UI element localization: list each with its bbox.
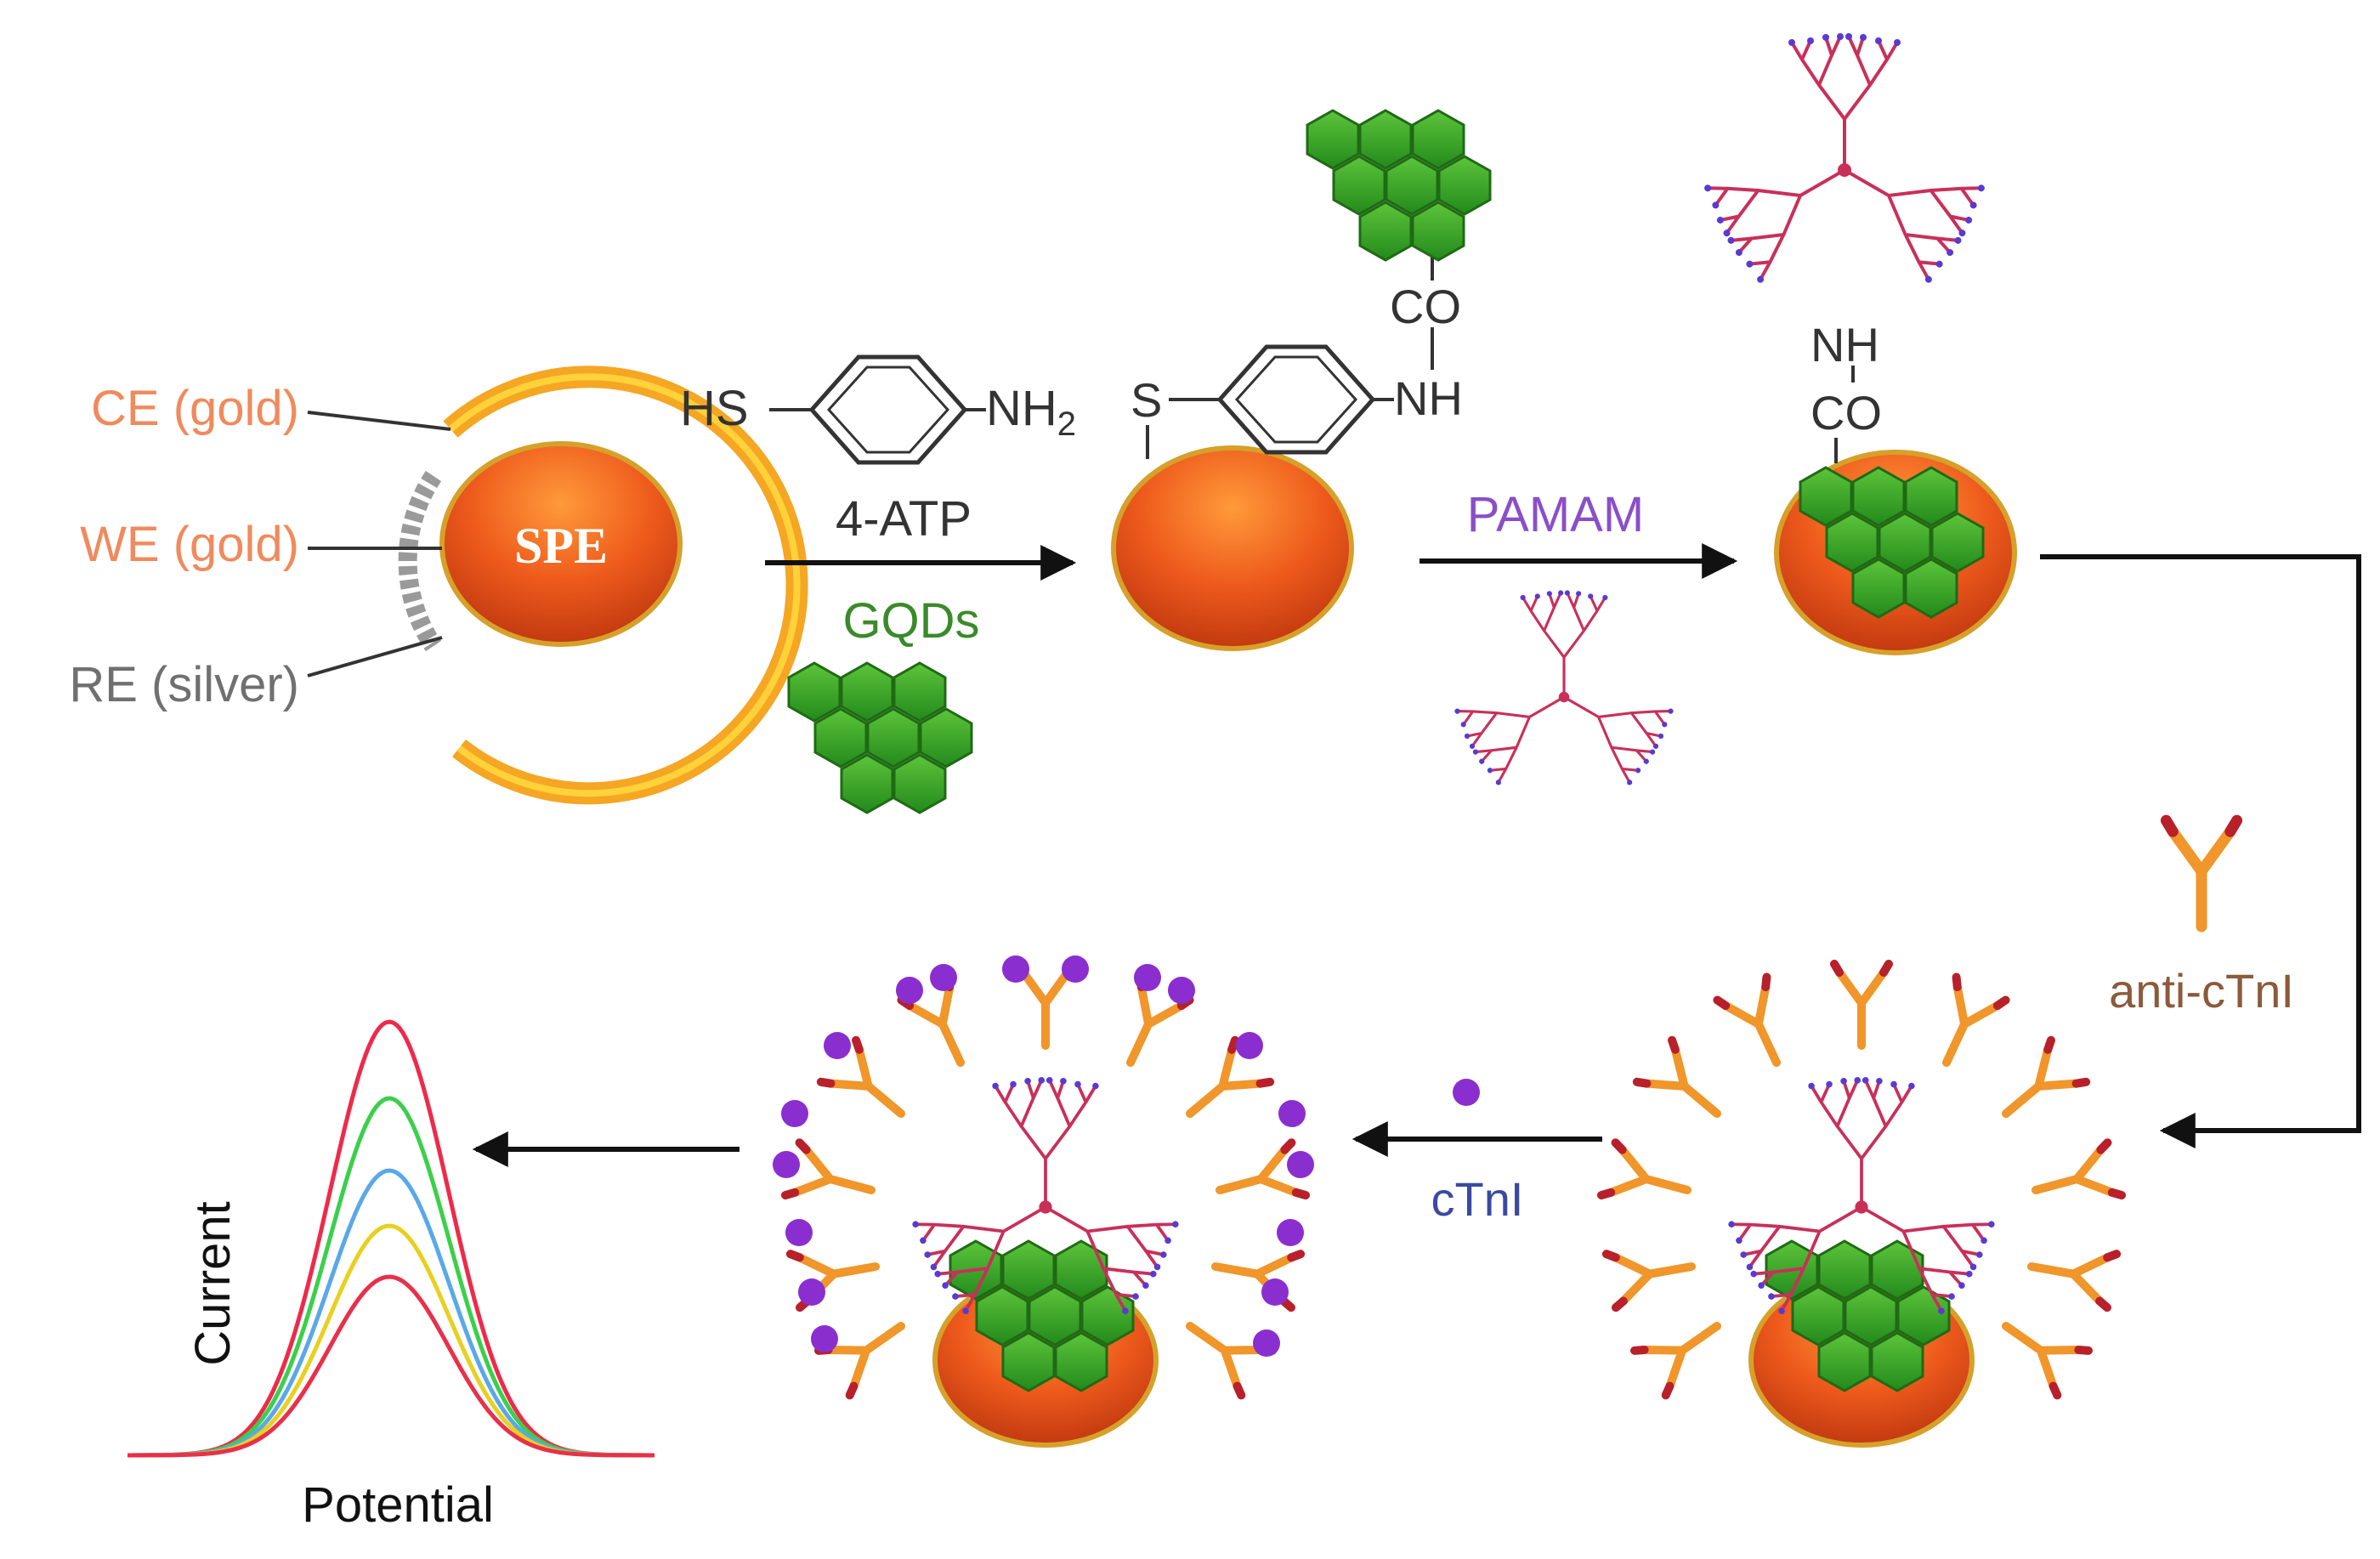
ctni-antigen-icon (1453, 1079, 1480, 1106)
nh-label-1: NH (1394, 371, 1463, 425)
step2-group: PAMAM (1420, 487, 1738, 788)
intermediate4-group (773, 955, 1314, 1448)
benzene-ring-2-inner (1234, 355, 1358, 444)
dpv-curves (128, 1019, 654, 1458)
co-label-2: CO (1810, 386, 1882, 439)
re-leader-line (307, 636, 443, 677)
dpv-plot: Current Potential (128, 1019, 654, 1533)
arrow-step3-connector (2040, 554, 2361, 1148)
ce-leader-line (307, 411, 451, 431)
nh2-label: NH2 (986, 381, 1076, 443)
counter-electrode-highlight (448, 373, 801, 797)
gqds-label: GQDs (842, 593, 979, 649)
pamam-label: PAMAM (1467, 487, 1644, 542)
plot-xlabel: Potential (302, 1477, 494, 1533)
benzene-ring-2 (1216, 344, 1376, 455)
pamam-dendrimer-reagent (1450, 590, 1679, 788)
intermediate3-group (1601, 964, 2122, 1448)
intermediate1-group: S NH CO (1111, 111, 1490, 651)
pamam-dendrimer-attached (1698, 33, 1992, 287)
hs-label: HS (680, 381, 749, 436)
co-label-1: CO (1390, 280, 1461, 333)
reference-electrode-arc (398, 470, 442, 652)
bound-antigens (773, 955, 1314, 1357)
working-electrode-disc (439, 441, 683, 647)
nh-label-2: NH (1810, 318, 1879, 371)
gqd-sheet-reagent (789, 663, 972, 813)
step4-group: cTnI (1352, 1079, 1602, 1226)
benzene-ring-inner (826, 366, 950, 454)
anti-ctni-label: anti-cTnI (2109, 964, 2294, 1018)
plot-ylabel: Current (185, 1201, 241, 1365)
benzene-ring-atp (808, 354, 968, 465)
s-label-1: S (1130, 373, 1162, 427)
step1-group: HS NH2 4-ATP GQDs (680, 354, 1077, 813)
modified-electrode-1 (1111, 445, 1354, 651)
intermediate2-group: CO NH (1698, 33, 2017, 655)
re-label: RE (silver) (69, 657, 299, 712)
spe-label: SPE (514, 518, 608, 574)
ctni-label: cTnI (1431, 1172, 1524, 1226)
dpv-curve-5 (128, 1274, 654, 1458)
electrode-group: SPE CE (gold) WE (gold) RE (silver) (69, 366, 808, 805)
gqd-sheet-attached (1307, 111, 1490, 260)
antibody-reagent-icon (2166, 820, 2236, 927)
ce-label: CE (gold) (91, 381, 299, 436)
atp-label: 4-ATP (836, 491, 972, 547)
we-label: WE (gold) (80, 517, 299, 572)
